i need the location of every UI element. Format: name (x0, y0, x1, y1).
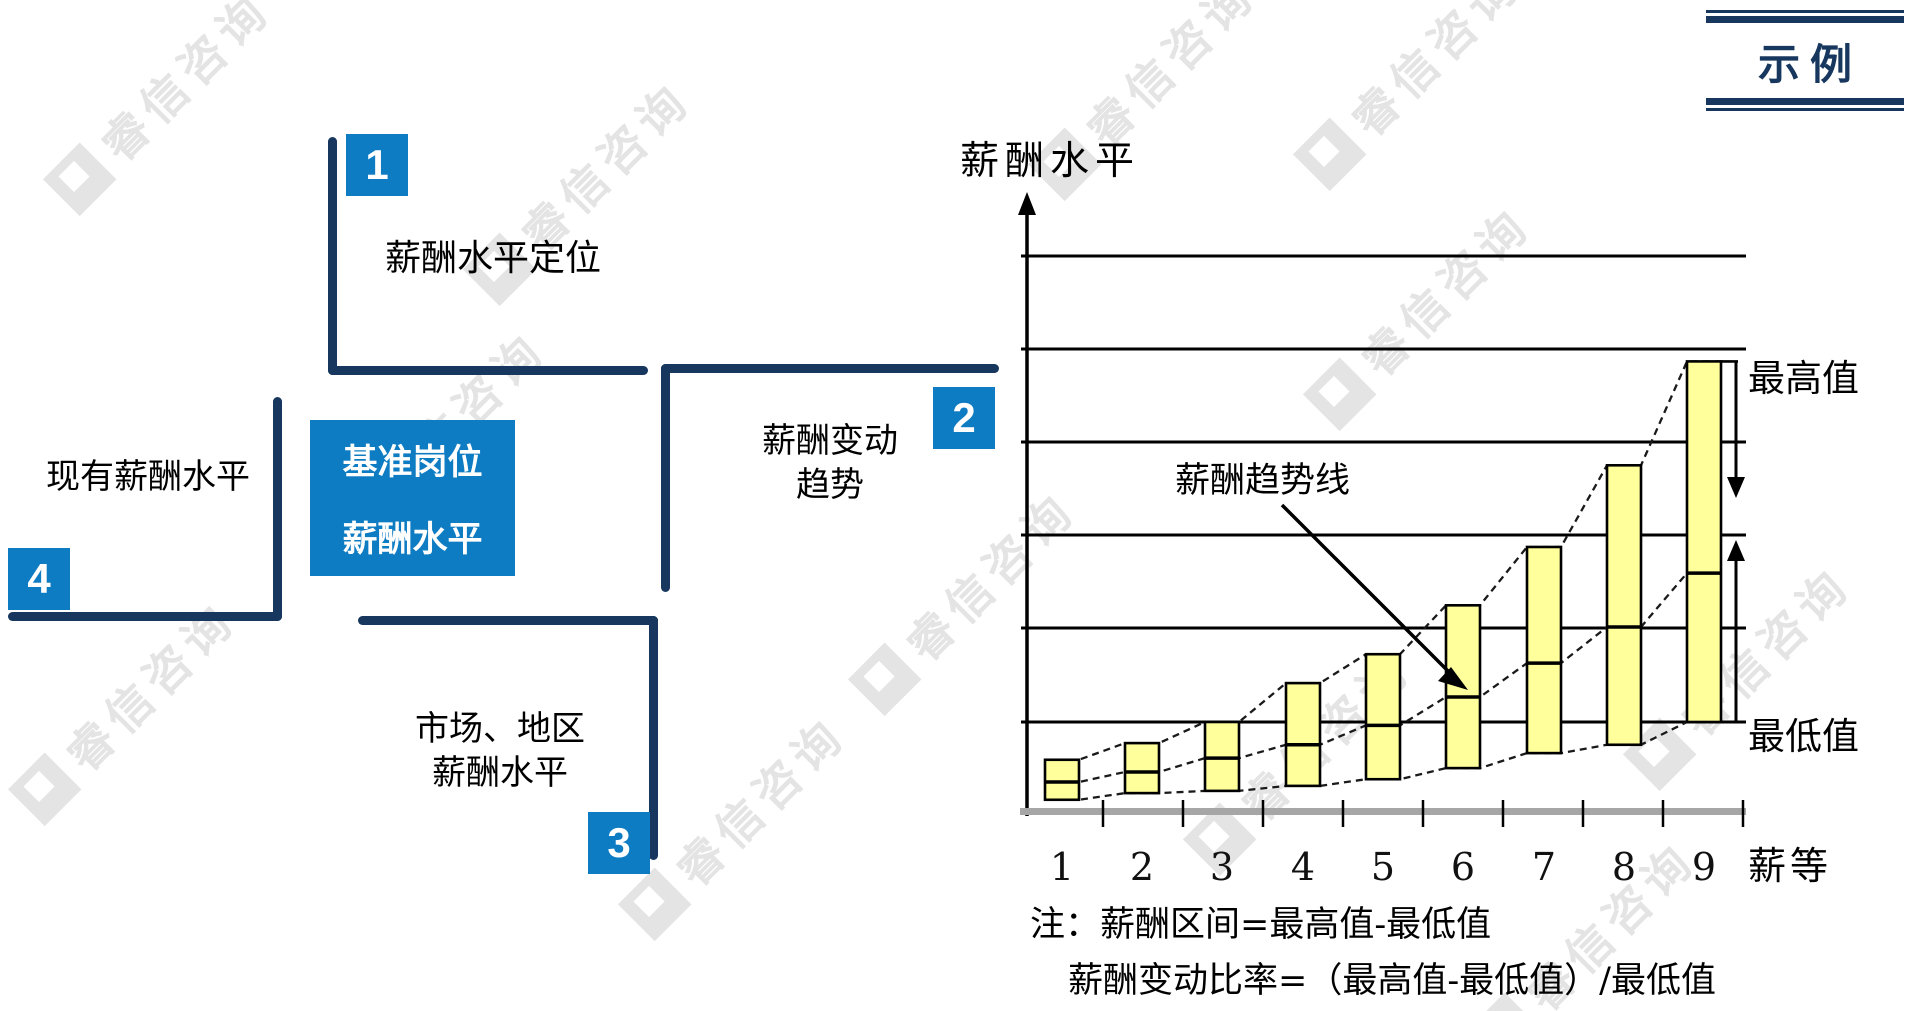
bracket-2-horizontal (661, 364, 999, 373)
grade-tick-label: 9 (1691, 845, 1717, 889)
grade-tick-label: 1 (1049, 845, 1075, 889)
grade-tick-label: 2 (1129, 845, 1155, 889)
step-1-number: 1 (365, 141, 389, 188)
salary-band-bar (1364, 652, 1402, 781)
down-arrowhead-icon (1727, 477, 1745, 498)
grade-tick-label: 3 (1209, 845, 1235, 889)
chart-note-2: 薪酬变动比率=（最高值-最低值）/最低值 (1068, 961, 1716, 1001)
y-axis-arrowhead-icon (1018, 192, 1036, 215)
bracket-4-vertical (273, 397, 282, 621)
trend-line-label: 薪酬趋势线 (1175, 461, 1351, 501)
x-axis-line (1020, 808, 1746, 815)
center-box: 基准岗位 薪酬水平 (310, 420, 515, 576)
grade-tick-label: 4 (1290, 845, 1316, 889)
salary-band-bar (1123, 741, 1161, 795)
bracket-3-horizontal (358, 616, 658, 625)
salary-band-bar (1685, 360, 1723, 724)
step-3-label: 市场、地区 薪酬水平 (390, 708, 610, 795)
step-2-label-line2: 趋势 (796, 464, 864, 505)
center-box-line2: 薪酬水平 (342, 519, 483, 560)
stamp-line-thin-bottom (1706, 108, 1904, 111)
chart-note-1: 注：薪酬区间=最高值-最低值 (1030, 905, 1492, 945)
step-1-badge: 1 (346, 134, 408, 196)
bracket-1-vertical (328, 137, 337, 375)
salary-band-bar (1043, 758, 1081, 802)
stamp-label: 示例 (1757, 40, 1862, 89)
step-3-badge: 3 (588, 812, 650, 874)
step-4-badge: 4 (8, 548, 70, 610)
step-4-number: 4 (27, 555, 51, 602)
trend-annotation-arrow (1280, 503, 1458, 681)
stamp-line-thick-bottom (1706, 98, 1904, 105)
bracket-4-horizontal (8, 612, 282, 621)
step-2-label-line1: 薪酬变动 (762, 421, 898, 461)
salary-band-bar (1605, 464, 1643, 747)
salary-band-bar (1525, 545, 1563, 755)
max-value-label: 最高值 (1748, 357, 1859, 400)
center-box-line1: 基准岗位 (342, 442, 483, 483)
stamp-line-thick-top (1706, 16, 1904, 23)
grade-tick-label: 7 (1531, 845, 1557, 889)
step-4-label: 现有薪酬水平 (46, 457, 250, 497)
step-3-label-line2: 薪酬水平 (432, 752, 568, 793)
trend-annotation-arrowhead-icon (1438, 667, 1468, 690)
salary-band-bar (1284, 681, 1322, 788)
min-value-label: 最低值 (1748, 715, 1859, 758)
example-stamp: 示例 (1706, 10, 1904, 111)
stamp-line-thin-top (1706, 10, 1904, 13)
bracket-3-vertical (649, 616, 658, 860)
step-2-number: 2 (952, 394, 976, 441)
grade-tick-label: 6 (1450, 845, 1476, 889)
x-axis-title: 薪等 (1748, 844, 1833, 888)
grade-tick-label: 8 (1611, 845, 1637, 889)
step-1-label: 薪酬水平定位 (384, 238, 601, 279)
step-2-badge: 2 (933, 387, 995, 449)
y-axis-title: 薪酬水平 (960, 139, 1141, 184)
step-3-label-line1: 市场、地区 (415, 709, 585, 749)
grade-tick-label: 5 (1370, 845, 1396, 889)
bracket-1-horizontal (328, 366, 648, 375)
step-3-number: 3 (607, 819, 631, 866)
step-2-label: 薪酬变动 趋势 (730, 420, 930, 507)
bracket-2-vertical (661, 364, 670, 592)
up-arrowhead-icon (1727, 540, 1745, 561)
